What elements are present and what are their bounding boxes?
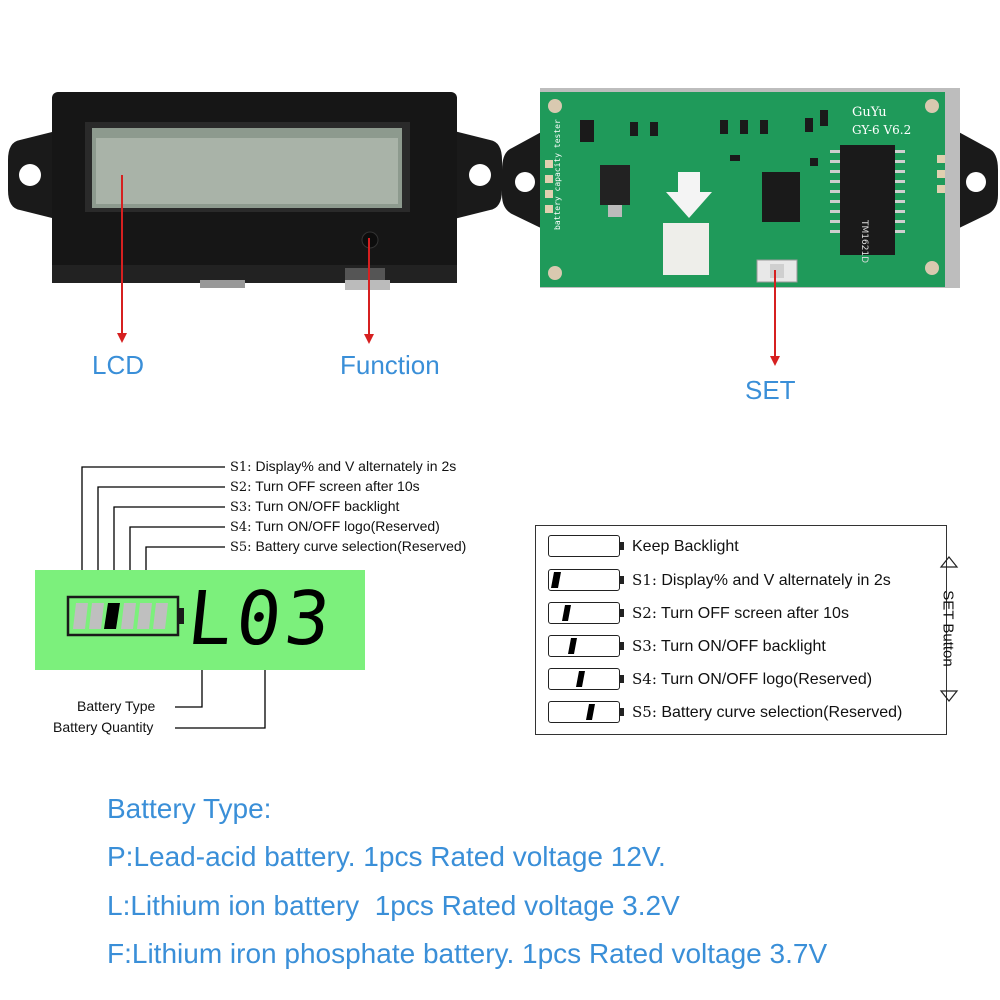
pcb-brand-text: GuYu	[852, 105, 887, 120]
panel-row-s1: S1: Display% and V alternately in 2s	[548, 568, 891, 592]
set-button-panel	[535, 525, 947, 735]
panel-row-s3: S3: Turn ON/OFF backlight	[548, 634, 826, 658]
settings-option-s5: S5: Battery curve selection(Reserved)	[230, 538, 467, 555]
panel-battery-icon	[548, 535, 624, 557]
panel-battery-icon	[548, 569, 624, 591]
lcd-battery-icon	[66, 595, 184, 637]
lcd-readout: L03	[183, 576, 339, 662]
function-pointer	[360, 238, 380, 346]
lcd-label: LCD	[92, 350, 145, 380]
battery-type-line-l: L:Lithium ion battery 1pcs Rated voltage…	[107, 890, 680, 921]
up-triangle-icon	[939, 556, 959, 568]
battery-type-label: Battery Type	[77, 698, 156, 714]
function-label: Function	[340, 350, 440, 380]
battery-type-line-p: P:Lead-acid battery. 1pcs Rated voltage …	[107, 841, 666, 872]
battery-type-heading: Battery Type:	[107, 793, 272, 824]
settings-leader-lines	[81, 466, 266, 729]
settings-option-s3: S3: Turn ON/OFF backlight	[230, 498, 400, 515]
settings-diagram: S1: Display% and V alternately in 2s S2:…	[30, 455, 510, 745]
battery-quantity-label: Battery Quantity	[53, 719, 154, 735]
panel-battery-icon	[548, 701, 624, 723]
panel-row-s2: S2: Turn OFF screen after 10s	[548, 601, 849, 625]
panel-row-s4: S4: Turn ON/OFF logo(Reserved)	[548, 667, 872, 691]
lcd-pointer	[110, 175, 130, 345]
panel-battery-icon	[548, 635, 624, 657]
pcb-photo: GuYu GY-6 V6.2 battery capacity tester T…	[500, 80, 1000, 300]
set-button-side-label: SET Button	[939, 590, 957, 667]
pcb-chip-text: TM1621D	[859, 219, 869, 263]
panel-row-s5: S5: Battery curve selection(Reserved)	[548, 700, 902, 724]
lcd-module-photo	[0, 80, 510, 310]
set-label: SET	[745, 375, 796, 405]
lcd-display	[35, 570, 365, 670]
settings-option-s1: S1: Display% and V alternately in 2s	[230, 458, 457, 475]
down-triangle-icon	[939, 690, 959, 702]
panel-battery-icon	[548, 668, 624, 690]
panel-battery-icon	[548, 602, 624, 624]
pcb-model-text: GY-6 V6.2	[852, 123, 911, 137]
set-pointer	[766, 270, 786, 370]
battery-type-line-f: F:Lithium iron phosphate battery. 1pcs R…	[107, 938, 828, 969]
settings-option-s2: S2: Turn OFF screen after 10s	[230, 478, 420, 495]
settings-option-s4: S4: Turn ON/OFF logo(Reserved)	[230, 518, 440, 535]
panel-row-keep-backlight: Keep Backlight	[548, 534, 739, 558]
pcb-vertical-text: battery capacity tester	[553, 119, 562, 230]
